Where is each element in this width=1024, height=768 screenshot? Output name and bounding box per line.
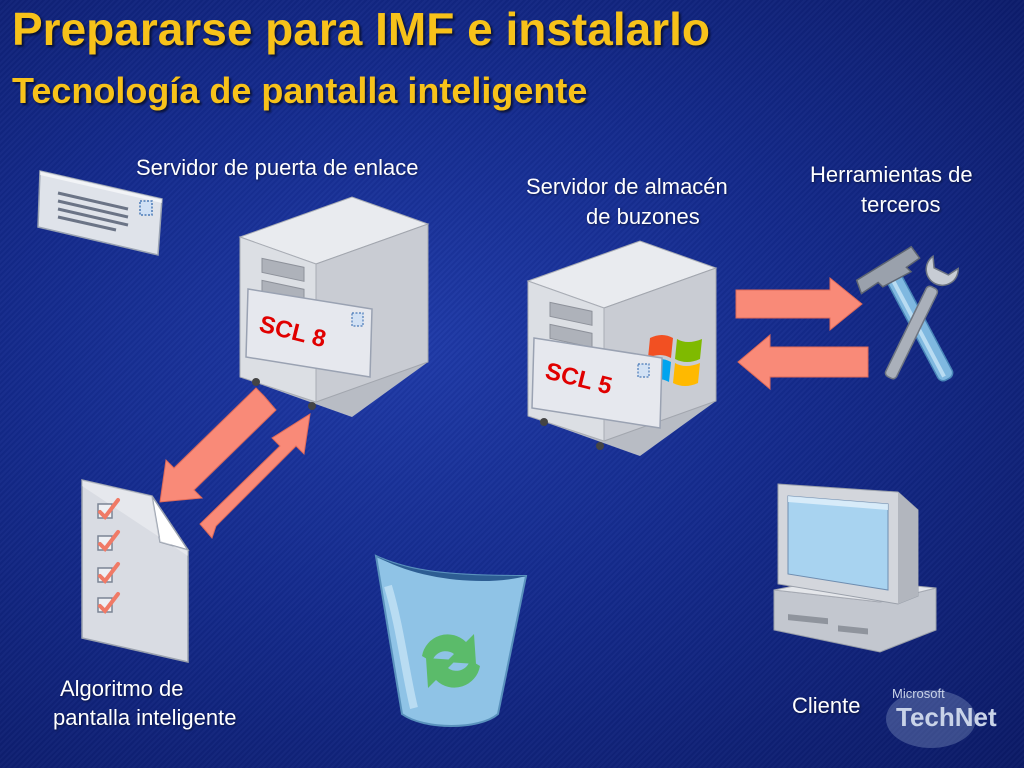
algorithm-label-line2: pantalla inteligente (53, 705, 237, 730)
technet-logo-small: Microsoft (892, 686, 945, 701)
arrow-from-tools (737, 333, 869, 391)
hammer-wrench-icon (855, 245, 959, 382)
technet-logo-large: TechNet (896, 702, 997, 732)
mailbox-scl-badge: SCL 5 (531, 337, 663, 429)
technet-logo: Microsoft TechNet (882, 682, 1012, 754)
slide-title: Prepararse para IMF e instalarlo (12, 3, 710, 55)
windows-logo-icon (646, 335, 702, 386)
tools-label-line2: terceros (861, 192, 941, 217)
mailbox-server-label-line2: de buzones (586, 204, 700, 229)
client-label: Cliente (792, 693, 861, 718)
envelope-icon (37, 170, 163, 256)
tools-label-line1: Herramientas de (810, 162, 973, 187)
arrow-to-tools (735, 276, 863, 332)
recycle-bin-icon (374, 554, 528, 727)
gateway-server-label: Servidor de puerta de enlace (136, 155, 419, 180)
arrow-to-algorithm (159, 387, 277, 503)
slide-subtitle: Tecnología de pantalla inteligente (12, 70, 588, 111)
computer-icon (773, 483, 937, 653)
gateway-scl-badge: SCL 8 (245, 288, 373, 378)
mailbox-server-label-line1: Servidor de almacén (526, 174, 728, 199)
algorithm-label-line1: Algoritmo de (60, 676, 184, 701)
arrow-to-gateway (199, 412, 311, 539)
checklist-icon (81, 479, 190, 663)
